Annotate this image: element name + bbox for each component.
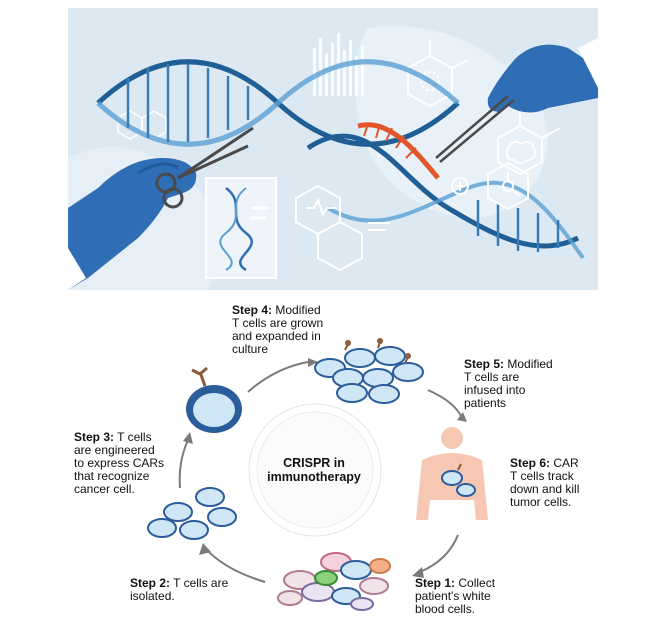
engineered-t-cell-icon [186,366,242,433]
crispr-cycle-diagram [147,338,488,611]
hexagon-molecule-icon [407,40,469,108]
t-cell-cluster-step2 [147,487,237,540]
gloved-hand-right-icon [487,38,598,113]
step-5-label: Step 5: [464,357,505,371]
step-2-label: Step 2: [130,576,171,590]
step-4-line-3: and expanded in [232,329,321,343]
step-3-line-2: are engineered [74,443,155,457]
dna-document-icon [205,177,277,279]
tweezers-icon [435,95,515,163]
t-cell-cluster-step4 [314,346,424,404]
step-5-line-1: Modified [507,357,553,371]
step-4-line-1: Modified [275,303,321,317]
center-label-line2: immunotherapy [267,470,361,484]
step-4-line-4: culture [232,342,269,356]
step-3-line-1: T cells [117,430,152,444]
step-6-line-4: tumor cells. [510,495,572,509]
step-6-line-2: T cells track [510,469,574,483]
step-1-text: Step 1: Collect patient's white blood ce… [415,577,535,616]
step-6-line-1: CAR [553,456,579,470]
heart-monitor-icon [295,184,390,272]
edited-dna-strand [357,122,440,180]
step-3-label: Step 3: [74,430,115,444]
step-4-label: Step 4: [232,303,273,317]
step-3-text: Step 3: T cells are engineered to expres… [74,431,194,496]
scissors-icon [155,126,254,209]
step-5-text: Step 5: Modified T cells are infused int… [464,358,584,410]
step-5-line-2: T cells are [464,370,520,384]
step-4-text: Step 4: Modified T cells are grown and e… [232,304,352,356]
step-6-line-3: down and kill [510,482,580,496]
blood-cell-cluster-step1 [277,552,391,611]
plus-icon [451,177,469,195]
step-3-line-5: cancer cell. [74,482,135,496]
center-label: CRISPR in immunotherapy [255,456,373,484]
crispr-banner-illustration [68,8,598,290]
step-5-line-4: patients [464,396,507,410]
step-1-line-2: patient's white [415,589,491,603]
step-4-line-2: T cells are grown [232,316,324,330]
step-6-label: Step 6: [510,456,551,470]
step-3-line-3: to express CARs [74,456,165,470]
step-6-text: Step 6: CAR T cells track down and kill … [510,457,620,509]
center-label-line1: CRISPR in [283,456,345,470]
step-1-line-3: blood cells. [415,602,476,616]
step-1-label: Step 1: [415,576,456,590]
step-2-text: Step 2: T cells are isolated. [130,577,250,603]
step-1-line-1: Collect [458,576,496,590]
neuron-hexagon-icon [487,161,529,211]
step-2-line-1: T cells are [173,576,229,590]
step-3-line-4: that recognize [74,469,150,483]
brain-icon [497,112,561,176]
dna-helix-lower-icon [306,133,585,260]
step-5-line-3: infused into [464,383,526,397]
human-body-icon [416,427,488,520]
step-2-line-2: isolated. [130,589,175,603]
